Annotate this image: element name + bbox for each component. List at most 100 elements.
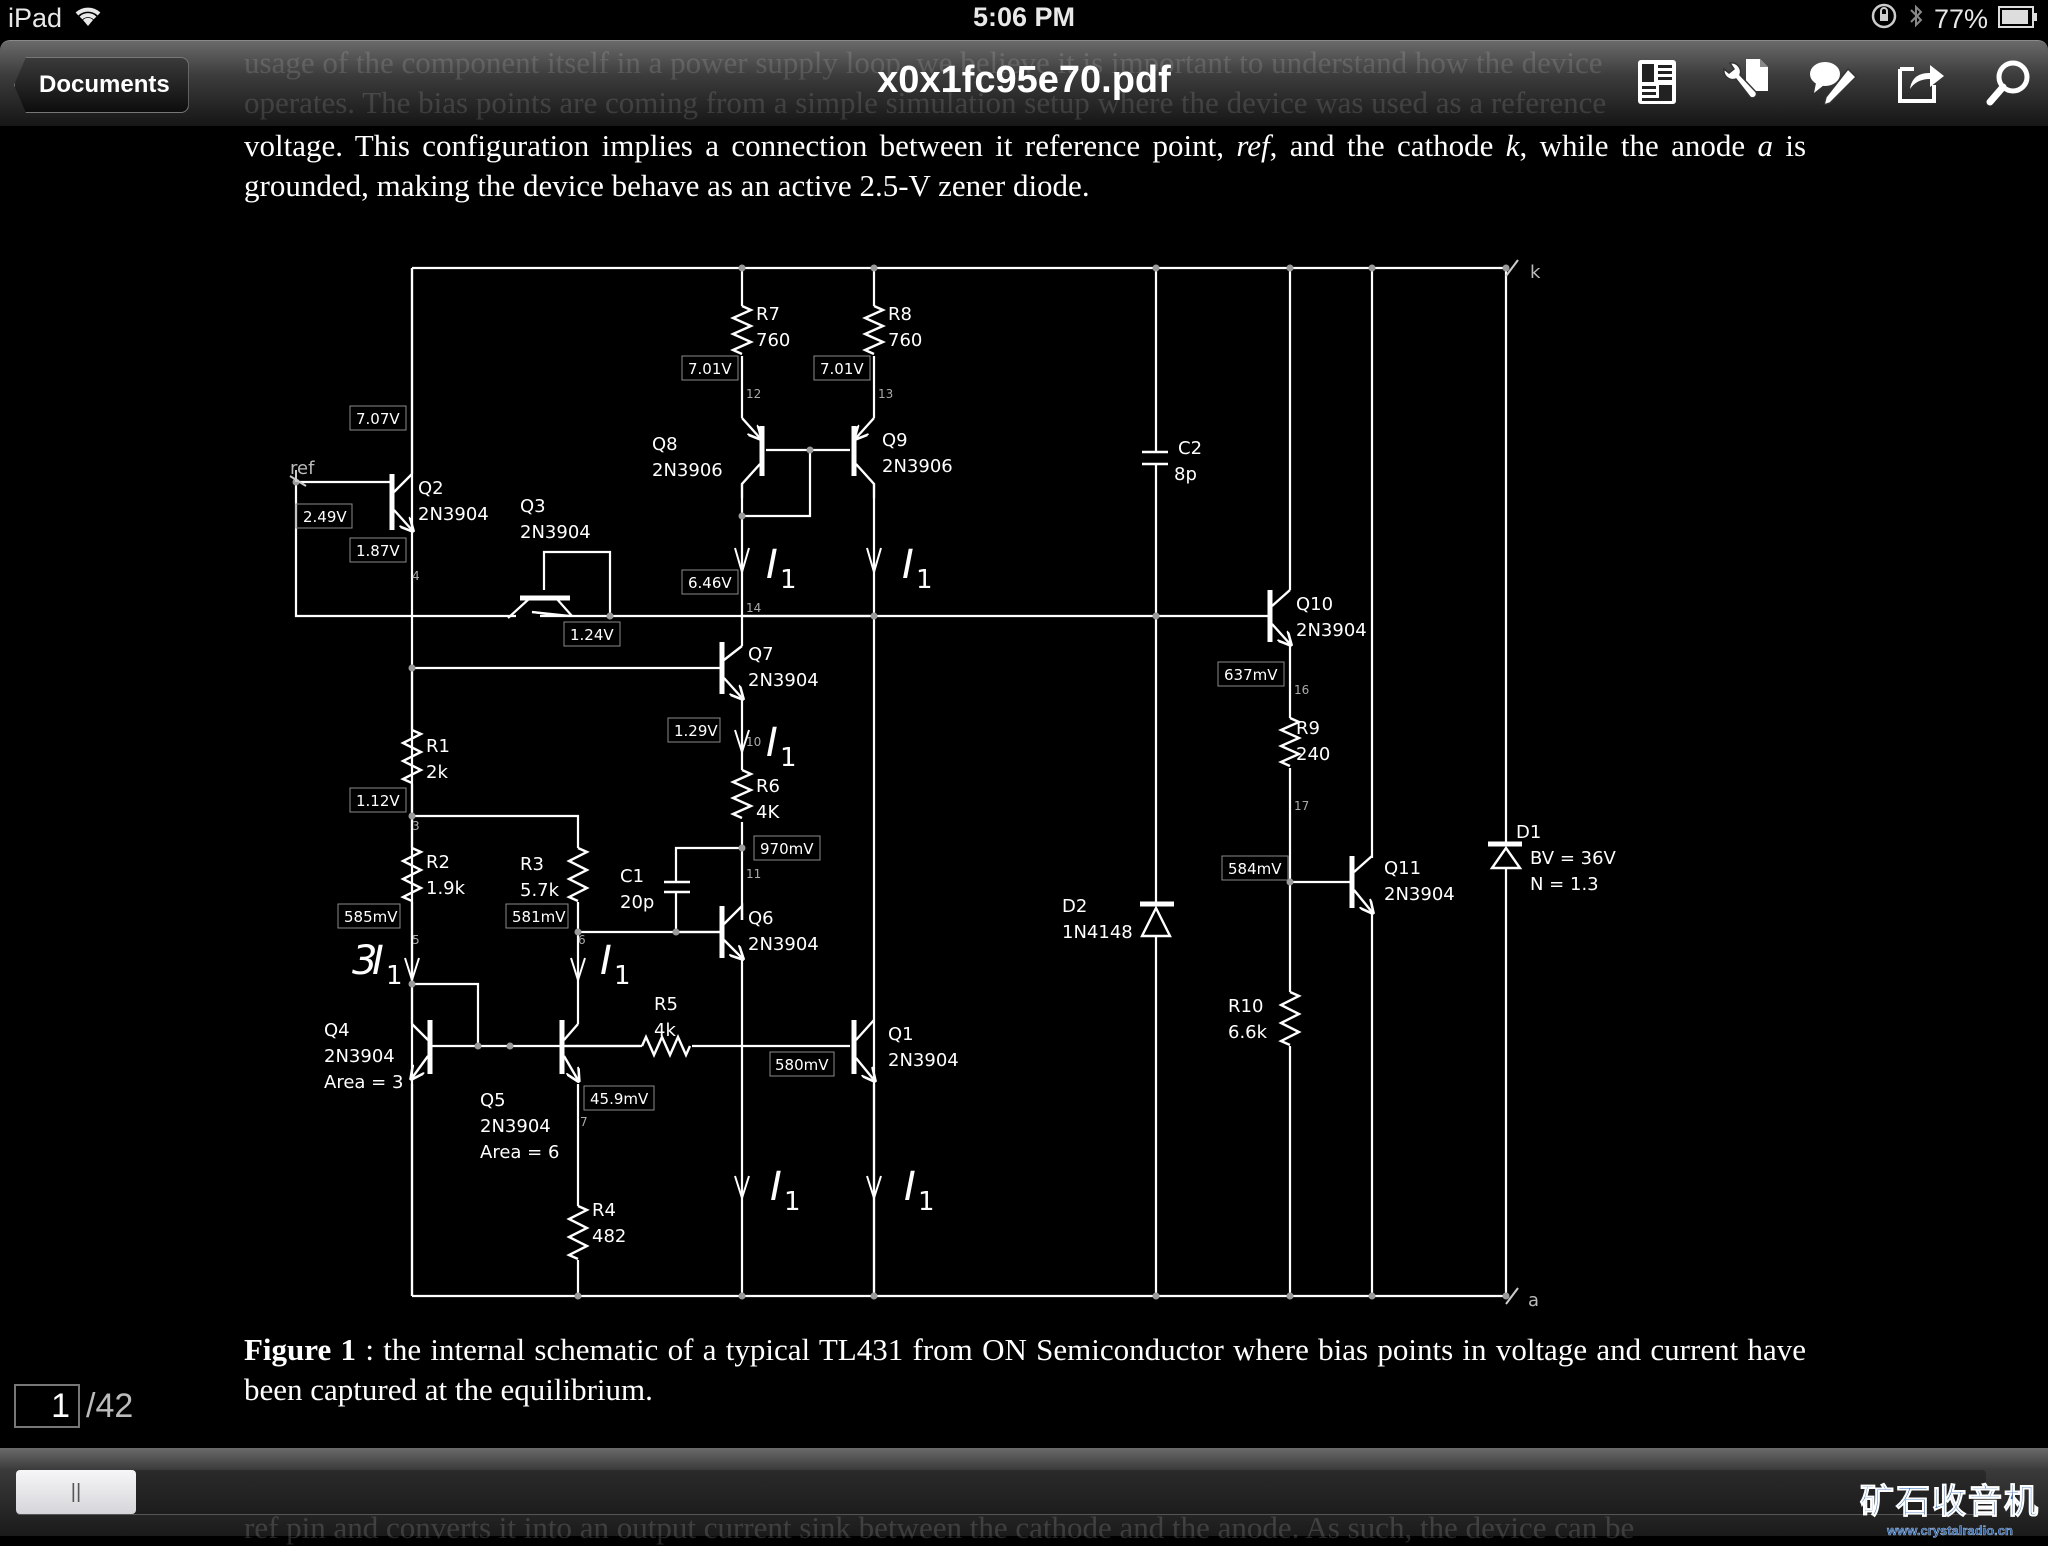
q3-id: Q3 [520,496,546,517]
wifi-icon [72,2,104,35]
annotate-icon[interactable] [1808,57,1858,107]
r3-symbol [566,846,590,903]
voltage-probe: 585mV [337,903,401,929]
outline-icon[interactable] [1632,57,1682,107]
c2-value: 8p [1174,464,1197,485]
d1-id: D1 [1516,822,1541,843]
c2-symbol [1142,450,1168,466]
transistor-symbols [389,417,1372,1080]
r3-id: R3 [520,854,544,875]
c1-value: 20p [620,892,654,913]
current-arrow [734,1175,750,1202]
junction-dots [292,264,1510,1300]
current-arrows [404,547,882,1202]
svg-text:7.07V: 7.07V [356,410,400,428]
svg-text:1.24V: 1.24V [570,626,614,644]
q6-id: Q6 [748,908,774,929]
r7-symbol [730,304,754,356]
voltage-probe: 2.49V [295,503,353,529]
documents-back-button[interactable]: Documents [14,57,189,113]
intro-a: a [1757,128,1773,163]
navigation-bar: usage of the component itself in a power… [0,40,2048,127]
clock: 5:06 PM [972,2,1076,32]
voltage-probe: 6.46V [681,569,739,595]
q7-symbol [719,642,742,698]
svg-text:11: 11 [746,867,761,881]
device-name: iPad [8,3,63,33]
current-arrow [404,957,420,984]
q9-part: 2N3906 [882,456,953,477]
r5-id: R5 [654,994,678,1015]
r1-value: 2k [426,762,448,783]
r2-value: 1.9k [426,878,466,899]
r4-value: 482 [592,1226,626,1247]
svg-text:1: 1 [784,1187,801,1217]
q9-symbol [851,417,876,498]
node-numbers: 12 13 4 14 10 3 11 5 6 7 16 17 [412,387,1309,1129]
r5-symbol [640,1034,692,1058]
pdf-page: voltage. This configuration implies a co… [0,126,2048,1450]
r3-value: 5.7k [520,880,560,901]
next-page-ghost-text: ref pin and converts it into an output c… [244,1510,1635,1545]
q2-id: Q2 [418,478,444,499]
voltage-probe: 1.29V [667,717,721,743]
search-icon[interactable] [1984,57,2034,107]
page-scrubber[interactable]: || [16,1470,1986,1515]
terminal-ref-label: ref [290,458,315,479]
svg-text:1: 1 [780,743,797,773]
voltage-probe: 637mV [1217,661,1285,687]
q2-part: 2N3904 [418,504,489,525]
svg-text:14: 14 [746,601,761,615]
current-page-field[interactable]: 1 [14,1384,80,1428]
resistor-symbols [400,304,1302,1261]
voltage-probe: 45.9mV [583,1085,655,1111]
intro-text: voltage. This configuration implies a co… [244,128,1237,163]
svg-text:1.87V: 1.87V [356,542,400,560]
r10-id: R10 [1228,996,1263,1017]
page-scrubber-bar: || [0,1448,2048,1536]
q8-id: Q8 [652,434,678,455]
share-icon[interactable] [1896,57,1946,107]
svg-text:I: I [770,1164,782,1210]
terminal-a-label: a [1528,1290,1539,1311]
scrubber-thumb[interactable]: || [16,1470,136,1514]
current-arrow [866,547,882,576]
voltage-probe: 7.07V [349,405,407,431]
r7-id: R7 [756,304,780,325]
q1-part: 2N3904 [888,1050,959,1071]
c1-symbol [664,880,690,894]
voltage-probe: 580mV [769,1051,835,1077]
d2-part: 1N4148 [1062,922,1133,943]
svg-text:1.29V: 1.29V [674,722,718,740]
intro-text: anode [1671,128,1758,163]
svg-text:4: 4 [412,569,420,583]
r10-value: 6.6k [1228,1022,1268,1043]
page-indicator: 1 /42 [14,1384,133,1428]
r1-id: R1 [426,736,450,757]
q11-id: Q11 [1384,858,1421,879]
svg-text:17: 17 [1294,799,1309,813]
r6-value: 4K [756,802,780,823]
c1-id: C1 [620,866,644,887]
svg-text:637mV: 637mV [1224,666,1278,684]
q10-symbol [1267,589,1290,644]
svg-text:2.49V: 2.49V [303,508,347,526]
watermark-url: www.crystalradio.cn [1887,1523,2013,1538]
intro-paragraph: voltage. This configuration implies a co… [244,126,1806,206]
tools-icon[interactable] [1720,57,1770,107]
watermark-logo: 矿石收音机 www.crystalradio.cn [1860,1474,2040,1539]
svg-text:7: 7 [580,1115,588,1129]
svg-text:970mV: 970mV [760,840,814,858]
q10-id: Q10 [1296,594,1333,615]
voltage-probe: 1.12V [349,787,407,813]
intro-text: , and the cathode [1269,128,1506,163]
svg-text:6.46V: 6.46V [688,574,732,592]
svg-text:1: 1 [614,961,631,991]
d2-symbol [1140,901,1174,938]
battery-percent: 77% [1933,4,1988,34]
svg-text:I: I [766,542,778,588]
